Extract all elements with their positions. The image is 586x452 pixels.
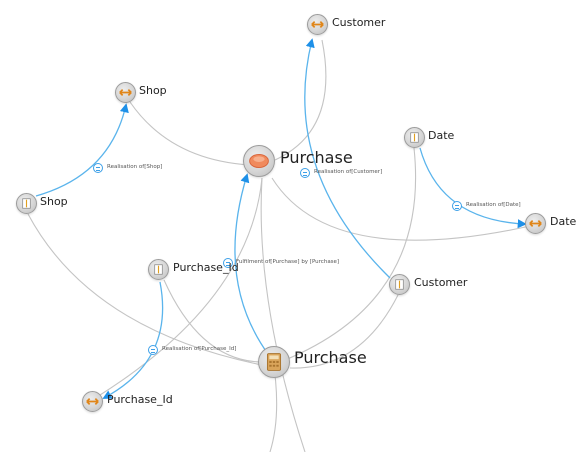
edge-realisation-customer — [304, 38, 391, 279]
edge-customer-mid-calc — [289, 294, 399, 369]
attribute-icon — [395, 279, 404, 290]
arrows-horizontal-icon — [119, 89, 132, 96]
node-label-purchase-calc: Purchase — [294, 348, 367, 367]
node-customer-mid[interactable] — [389, 274, 410, 295]
edge-customer-purchase — [274, 39, 327, 161]
node-label-purchase-id-top: Purchase_Id — [173, 261, 239, 274]
relation-label-customer: Realisation of[Customer] — [314, 169, 383, 175]
node-purchase-id-top[interactable] — [148, 259, 169, 280]
node-shop-left[interactable] — [16, 193, 37, 214]
edge-fulfilment-purchase — [234, 173, 269, 355]
node-shop-top[interactable] — [115, 82, 136, 103]
node-label-purchase-main: Purchase — [280, 148, 353, 167]
node-purchase-main[interactable] — [243, 145, 275, 177]
relation-marker-date[interactable] — [452, 201, 462, 211]
node-purchase-id-bottom[interactable] — [82, 391, 103, 412]
relation-marker-purchase-id[interactable] — [148, 345, 158, 355]
node-date-right[interactable] — [525, 213, 546, 234]
calculator-icon — [266, 353, 282, 371]
relation-label-date: Realisation of[Date] — [466, 202, 521, 208]
edge-purchase-down — [260, 177, 306, 452]
arrows-horizontal-icon — [529, 220, 542, 227]
node-label-customer-mid: Customer — [414, 276, 468, 289]
relation-label-fulfilment: Fulfilment of[Purchase] by [Purchase] — [236, 259, 340, 265]
edge-date-calc — [284, 147, 417, 361]
node-label-purchase-id-bottom: Purchase_Id — [107, 393, 173, 406]
cube-icon — [249, 153, 269, 169]
edge-realisation-purchase-id — [102, 281, 164, 399]
relation-label-shop: Realisation of[Shop] — [107, 164, 163, 170]
edge-purchase-bottom-left — [99, 177, 263, 396]
arrows-horizontal-icon — [311, 21, 324, 28]
node-customer-top[interactable] — [307, 14, 328, 35]
node-date-top[interactable] — [404, 127, 425, 148]
node-label-customer-top: Customer — [332, 16, 386, 29]
attribute-icon — [410, 132, 419, 143]
edge-purchase-id-calc — [163, 279, 261, 363]
edge-shop-left-calc — [27, 213, 263, 366]
edge-realisation-date — [419, 147, 527, 229]
edge-purchase-date — [271, 177, 531, 241]
relation-marker-customer[interactable] — [300, 168, 310, 178]
node-label-shop-top: Shop — [139, 84, 167, 97]
attribute-icon — [154, 264, 163, 275]
node-label-date-right: Date — [550, 215, 577, 228]
node-label-shop-left: Shop — [40, 195, 68, 208]
edge-realisation-shop — [35, 103, 129, 197]
arrows-horizontal-icon — [86, 398, 99, 405]
relation-marker-fulfilment[interactable] — [223, 258, 233, 268]
node-label-date-top: Date — [428, 129, 455, 142]
relation-marker-shop[interactable] — [93, 163, 103, 173]
node-purchase-calc[interactable] — [258, 346, 290, 378]
edge-calc-down — [269, 374, 278, 452]
edge-shop-purchase — [129, 101, 251, 166]
relation-label-purchase-id: Realisation of[Purchase_Id] — [162, 346, 237, 352]
attribute-icon — [22, 198, 31, 209]
